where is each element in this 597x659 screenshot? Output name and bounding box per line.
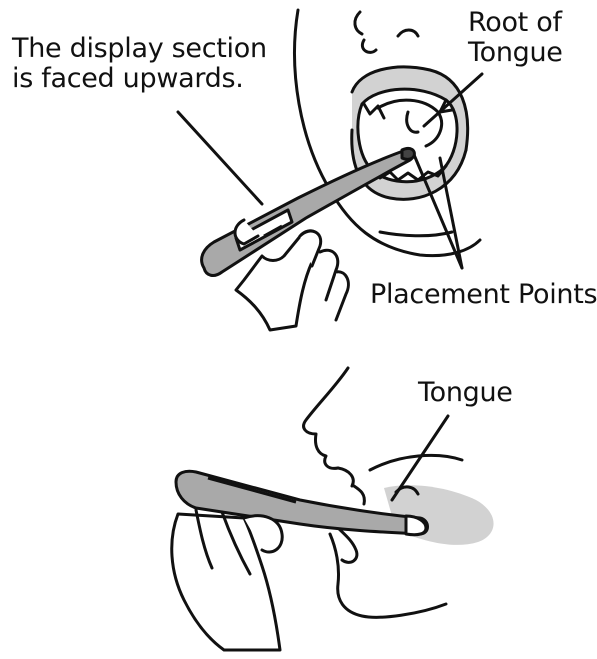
display-section-label-line-2: is faced upwards. xyxy=(12,64,267,94)
tooth-upper xyxy=(354,486,364,504)
root-of-tongue-label-line-1: Root of xyxy=(468,8,563,38)
upper-lip-bottom xyxy=(338,468,353,486)
display-section-label-line-1: The display section xyxy=(12,34,267,64)
chin xyxy=(380,232,452,236)
hand-bottom xyxy=(172,510,282,650)
root-of-tongue-label: Root of Tongue xyxy=(468,8,563,68)
hand-top xyxy=(235,220,348,330)
leader-display xyxy=(178,112,262,204)
display-section-label: The display section is faced upwards. xyxy=(12,34,267,94)
hand-top-finger-2 xyxy=(320,250,338,300)
placement-points-label: Placement Points xyxy=(370,280,597,310)
hand-top-finger-3 xyxy=(336,272,348,320)
tongue-label: Tongue xyxy=(418,378,513,408)
nose xyxy=(355,12,376,52)
nostril xyxy=(398,30,418,36)
root-of-tongue-label-line-2: Tongue xyxy=(468,38,563,68)
profile-outline xyxy=(304,368,348,468)
lower-lip-bottom xyxy=(336,526,357,562)
lower-profile xyxy=(330,534,446,617)
probe-tip-top xyxy=(402,148,414,159)
